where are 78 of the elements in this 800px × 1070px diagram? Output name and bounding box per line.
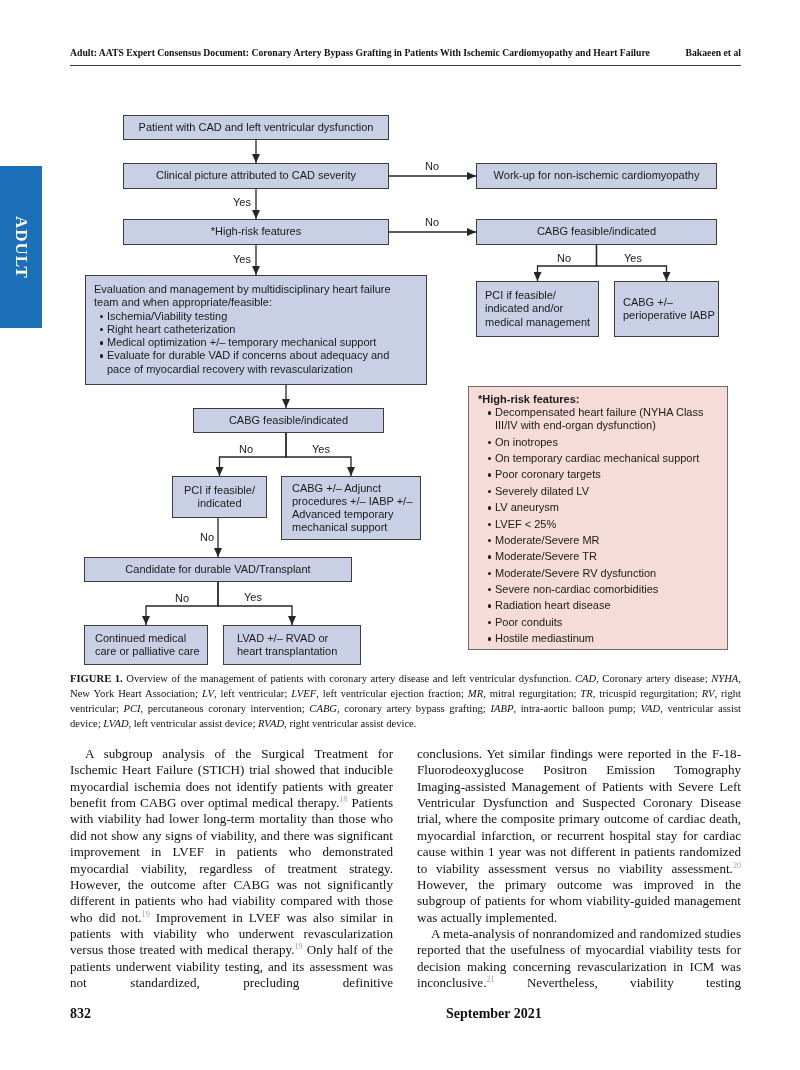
process-box [123,163,389,189]
connector-arrow [282,384,290,409]
connector-arrow [388,228,477,236]
page-footer-text: September 2021 [446,1005,542,1022]
list-item: Hostile mediastinum [478,632,719,646]
process-box [614,281,719,337]
process-box [281,476,421,540]
author-line: Bakaeen et al [685,47,741,59]
list-item: Right heart catheterization [94,322,401,337]
list-heading: Evaluation and management by multidisciplinary heart failure team and when appropriate/feasible: [94,283,392,310]
edge-label: No [423,216,441,228]
edge-label: Yes [623,252,643,264]
edge-label: No [555,252,573,264]
edge-label: Yes [311,443,331,455]
edge-label: Yes [232,253,252,265]
process-box [84,625,208,665]
list-item: Moderate/Severe RV dysfunction [478,566,719,580]
list-item: Evaluate for durable VAD if concerns about adequacy and pace of myocardial recovery with revascularization [94,349,401,377]
section-tab: ADULT [0,166,42,328]
process-box [476,219,717,245]
edge-label: No [237,443,255,455]
running-header: Adult: AATS Expert Consensus Document: Coronary Artery Bypass Grafting in Patients With Ischemic Cardiomyopathy and Heart Failure [70,47,650,59]
process-box [123,219,389,245]
list-item: Poor coronary targets [478,468,719,482]
connector-arrow [217,581,296,626]
connector-arrow [388,172,477,180]
figure-caption: FIGURE 1. Overview of the management of patients with coronary artery disease and left ventricular dysfunction. CAD, Coronary artery disease; NYHA, New York Heart Association; LV, left ventricular; LVEF, left ventricular ejection fraction; MR, mitral regurgitation; TR, tricuspid regurgitation; RV, right ventricular; PCI, percutaneous coronary intervention; CABG, coronary artery bypass grafting; IABP, intra-aortic balloon pump; VAD, ventricular assist device; LVAD, left ventricular assist device; RVAD, right ventricular assist device. [70,672,741,731]
list-item: Radiation heart disease [478,599,719,613]
list-item: Moderate/Severe MR [478,533,719,547]
list-item: Poor conduits [478,615,719,629]
list-item: Moderate/Severe TR [478,550,719,564]
body-paragraph: conclusions. Yet similar findings were reported in the F-18-Fluorodeoxyglucose Positron Emission Tomography Imaging-assisted Management of Patients with Severe Left Ventricular Dysfunction and Suspected Coronary Disease trial, where the composite primary outcome of cardiac death, myocardial infarction, or recurrent hospital stay for cardiac cause within 1 year was not different in patients randomized to viability assessment versus no viability assessment.$^{20}$ However, the primary outcome was improved in the subgroup of patients for whom viability-guided management was actually implemented. [417,746,741,926]
connector-arrow [214,517,222,558]
box-text: LVAD +/– RVAD or heart transplantation [237,631,339,659]
box-text: CABG feasible/indicated [535,225,658,239]
box-text: Continued medical care or palliative care [95,631,201,659]
list-heading: *High-risk features: [478,393,581,407]
edge-label: No [423,160,441,172]
list-item: On inotropes [478,435,719,449]
page-footer-text: 832 [70,1005,91,1022]
box-text: Clinical picture attributed to CAD severity [155,169,357,183]
body-paragraph: A meta-analysis of nonrandomized and randomized studies reported that the usefulness of myocardial viability tests for decision making concerning revascularization in ICM was inconclusive.$^{21}$ Nevertheless, viability testing [417,925,741,992]
process-box [172,476,267,518]
connector-arrow [252,139,260,164]
box-text: PCI if feasible/ indicated [183,483,256,511]
box-text: *High-risk features [209,225,303,239]
edge-label: No [198,531,216,543]
list-item: LV aneurysm [478,501,719,515]
box-text: Work-up for non-ischemic cardiomyopathy [492,169,701,183]
box-text: Patient with CAD and left ventricular dysfunction [137,120,375,135]
body-paragraph: A subgroup analysis of the Surgical Treatment for Ischemic Heart Failure (STICH) trial showed that inducible myocardial ischemia does not identify patients with greater benefit from CABG over optimal medical therapy.$^{18}$ Patients with viability had lower long-term mortality than those who did not show any signs of viability, and there was significant improvement in LVEF in patients who demonstrated myocardial viability, regardless of treatment strategy. However, the outcome after CABG was not significantly different in patients who had viability compared with those who did not.$^{19}$ Improvement in LVEF was also similar in patients with viability who underwent revascularization versus those treated with medical therapy.$^{19}$ Only half of the patients underwent viability testing, and its assessment was not standardized, precluding definitive [70,746,393,992]
list-item: LVEF < 25% [478,517,719,531]
edge-label: Yes [243,591,263,603]
connector-arrow [252,244,260,276]
process-box [123,115,389,140]
connector-arrow [252,188,260,220]
process-box [476,281,599,337]
process-box [223,625,361,665]
note-panel [468,386,728,650]
process-box [85,275,427,385]
box-text: Candidate for durable VAD/Transplant [124,562,312,577]
list-item: Severe non-cardiac comorbidities [478,583,719,597]
list-item: Severely dilated LV [478,484,719,498]
box-text: CABG +/– Adjunct procedures +/– IABP +/– Advanced temporary mechanical support [292,481,414,535]
process-box [193,408,384,433]
box-text: CABG feasible/indicated [227,413,350,428]
list-item: Ischemia/Viability testing [94,309,401,323]
box-text: PCI if feasible/ indicated and/or medical management [485,289,592,329]
process-box [476,163,717,189]
connector-arrow [285,432,355,477]
edge-label: Yes [232,196,252,208]
box-text: CABG +/– perioperative IABP [623,295,715,323]
list-item: Decompensated heart failure (NYHA Class III/IV with end-organ dysfunction) [478,406,719,433]
connector-arrow [595,244,671,282]
edge-label: No [173,592,191,604]
list-item: Medical optimization +/– temporary mechanical support [94,336,401,350]
list-item: On temporary cardiac mechanical support [478,451,719,465]
process-box [84,557,352,582]
